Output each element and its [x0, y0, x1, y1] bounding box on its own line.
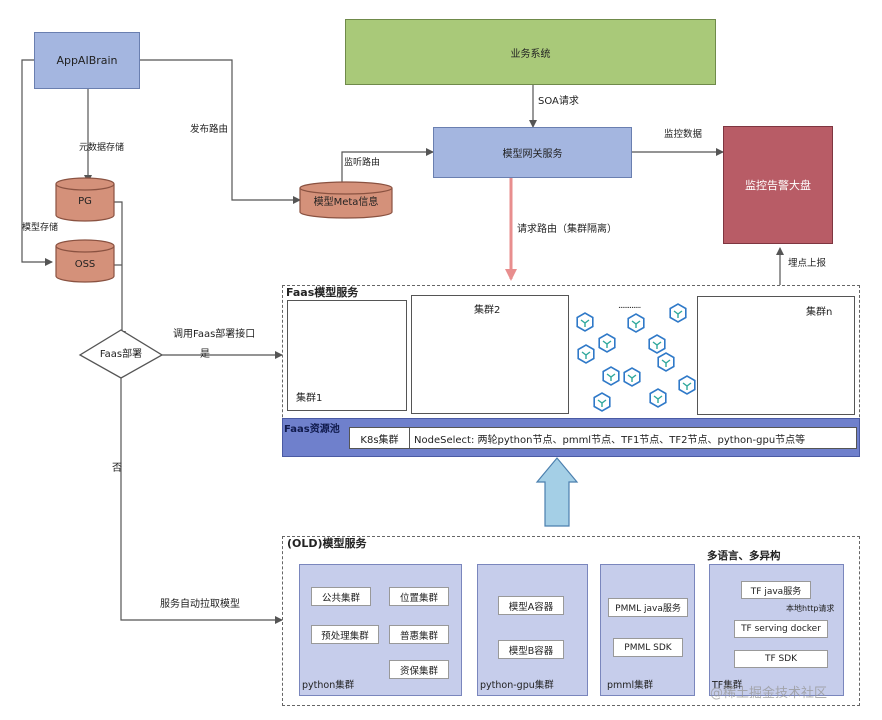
- no-label: 否: [112, 463, 122, 474]
- tf-item-serving: TF serving docker: [734, 620, 828, 638]
- call-faas-label: 调用Faas部署接口: [173, 329, 256, 340]
- cluster-2: 集群2: [411, 295, 569, 414]
- cluster-n-label: 集群n: [806, 307, 833, 318]
- pod-icon: [649, 388, 667, 408]
- pod-icon: [598, 333, 616, 353]
- pool-content-box: K8s集群 NodeSelect: 两轮python节点、pmml节点、TF1节…: [349, 427, 857, 449]
- cluster-2-label: 集群2: [474, 305, 501, 316]
- tf-cluster: TF java服务 本地http请求 TF serving docker TF …: [709, 564, 844, 696]
- meta-store-label: 元数据存储: [79, 143, 125, 153]
- business-system-box: 业务系统: [345, 19, 716, 85]
- gateway-label: 模型网关服务: [502, 149, 563, 160]
- edge-modelstore-line: [21, 59, 53, 266]
- appaibrain-box: AppAIBrain: [34, 32, 140, 89]
- publish-route-label: 发布路由: [190, 124, 229, 135]
- multi-lang-title: 多语言、多异构: [707, 550, 781, 562]
- python-item-puhui: 普惠集群: [389, 625, 449, 644]
- gpu-item-b: 模型B容器: [498, 640, 564, 659]
- pg-cylinder: [55, 177, 115, 222]
- tf-item-java: TF java服务: [741, 581, 811, 599]
- python-cluster-label: python集群: [302, 680, 355, 691]
- python-gpu-cluster-label: python-gpu集群: [480, 680, 554, 691]
- request-route-label: 请求路由（集群隔离）: [517, 224, 617, 235]
- pod-icon: [678, 375, 696, 395]
- python-item-location: 位置集群: [389, 587, 449, 606]
- monitor-dashboard-label: 监控告警大盘: [745, 179, 811, 192]
- faas-service-title: Faas模型服务: [286, 286, 359, 299]
- pod-icon: [627, 313, 645, 333]
- ellipsis-label: ............: [618, 301, 641, 311]
- business-system-label: 业务系统: [510, 48, 551, 60]
- pod-icon: [593, 392, 611, 412]
- pod-icon: [657, 352, 675, 372]
- appaibrain-label: AppAIBrain: [56, 54, 118, 67]
- gpu-item-a: 模型A容器: [498, 596, 564, 615]
- k8s-cell: K8s集群: [350, 428, 410, 448]
- listen-route-label: 监听路由: [344, 158, 381, 168]
- nodeselect-cell: NodeSelect: 两轮python节点、pmml节点、TF1节点、TF2节…: [414, 434, 806, 446]
- faas-deploy-diamond: [78, 329, 164, 379]
- oss-label: OSS: [74, 259, 96, 270]
- watermark: @稀土掘金技术社区: [710, 686, 828, 701]
- pg-label: PG: [78, 196, 92, 207]
- python-gpu-cluster: 模型A容器 模型B容器 python-gpu集群: [477, 564, 588, 696]
- faas-deploy-label: Faas部署: [99, 349, 143, 360]
- pod-icon: [669, 303, 687, 323]
- meta-cylinder: [299, 181, 393, 219]
- monitor-dashboard-box: 监控告警大盘: [723, 126, 833, 244]
- python-item-preprocess: 预处理集群: [311, 625, 379, 644]
- auto-pull-label: 服务自动拉取模型: [160, 599, 240, 610]
- pmml-item-sdk: PMML SDK: [613, 638, 683, 657]
- old-service-title: (OLD)模型服务: [287, 537, 367, 550]
- meta-label: 模型Meta信息: [313, 197, 379, 208]
- edge-publish-line: [140, 59, 301, 204]
- python-item-zibao: 资保集群: [389, 660, 449, 679]
- report-label: 埋点上报: [788, 258, 827, 269]
- pod-icon: [648, 334, 666, 354]
- pod-icon: [623, 367, 641, 387]
- python-item-public: 公共集群: [311, 587, 371, 606]
- cluster-1-label: 集群1: [296, 393, 323, 404]
- tf-item-sdk: TF SDK: [734, 650, 828, 668]
- pod-icon: [576, 312, 594, 332]
- old-service-container: [282, 536, 860, 706]
- local-http-label: 本地http请求: [786, 604, 835, 613]
- faas-pool-title: Faas资源池: [284, 424, 340, 435]
- pmml-cluster-label: pmml集群: [607, 680, 654, 691]
- faas-resource-pool: Faas资源池 K8s集群 NodeSelect: 两轮python节点、pmm…: [282, 418, 860, 457]
- pod-icon: [602, 366, 620, 386]
- pmml-cluster: PMML java服务 PMML SDK pmml集群: [600, 564, 695, 696]
- oss-cylinder: [55, 239, 115, 283]
- model-store-label: 模型存储: [22, 223, 59, 233]
- python-cluster: 公共集群 位置集群 预处理集群 普惠集群 资保集群 python集群: [299, 564, 462, 696]
- monitor-data-label: 监控数据: [664, 129, 703, 140]
- cluster-1: 集群1: [287, 300, 407, 411]
- tf-cluster-label: TF集群: [712, 680, 743, 691]
- edge-pg-deploy-line: [114, 201, 126, 339]
- yes-label: 是: [200, 349, 210, 360]
- pod-icon: [577, 344, 595, 364]
- pmml-item-java: PMML java服务: [608, 598, 688, 617]
- soa-label: SOA请求: [538, 96, 579, 107]
- gateway-box: 模型网关服务: [433, 127, 632, 178]
- migrate-up-arrow: [535, 457, 579, 527]
- edge-no-line: [120, 378, 283, 624]
- edge-listen-line: [341, 148, 434, 184]
- cluster-n: 集群n: [697, 296, 855, 415]
